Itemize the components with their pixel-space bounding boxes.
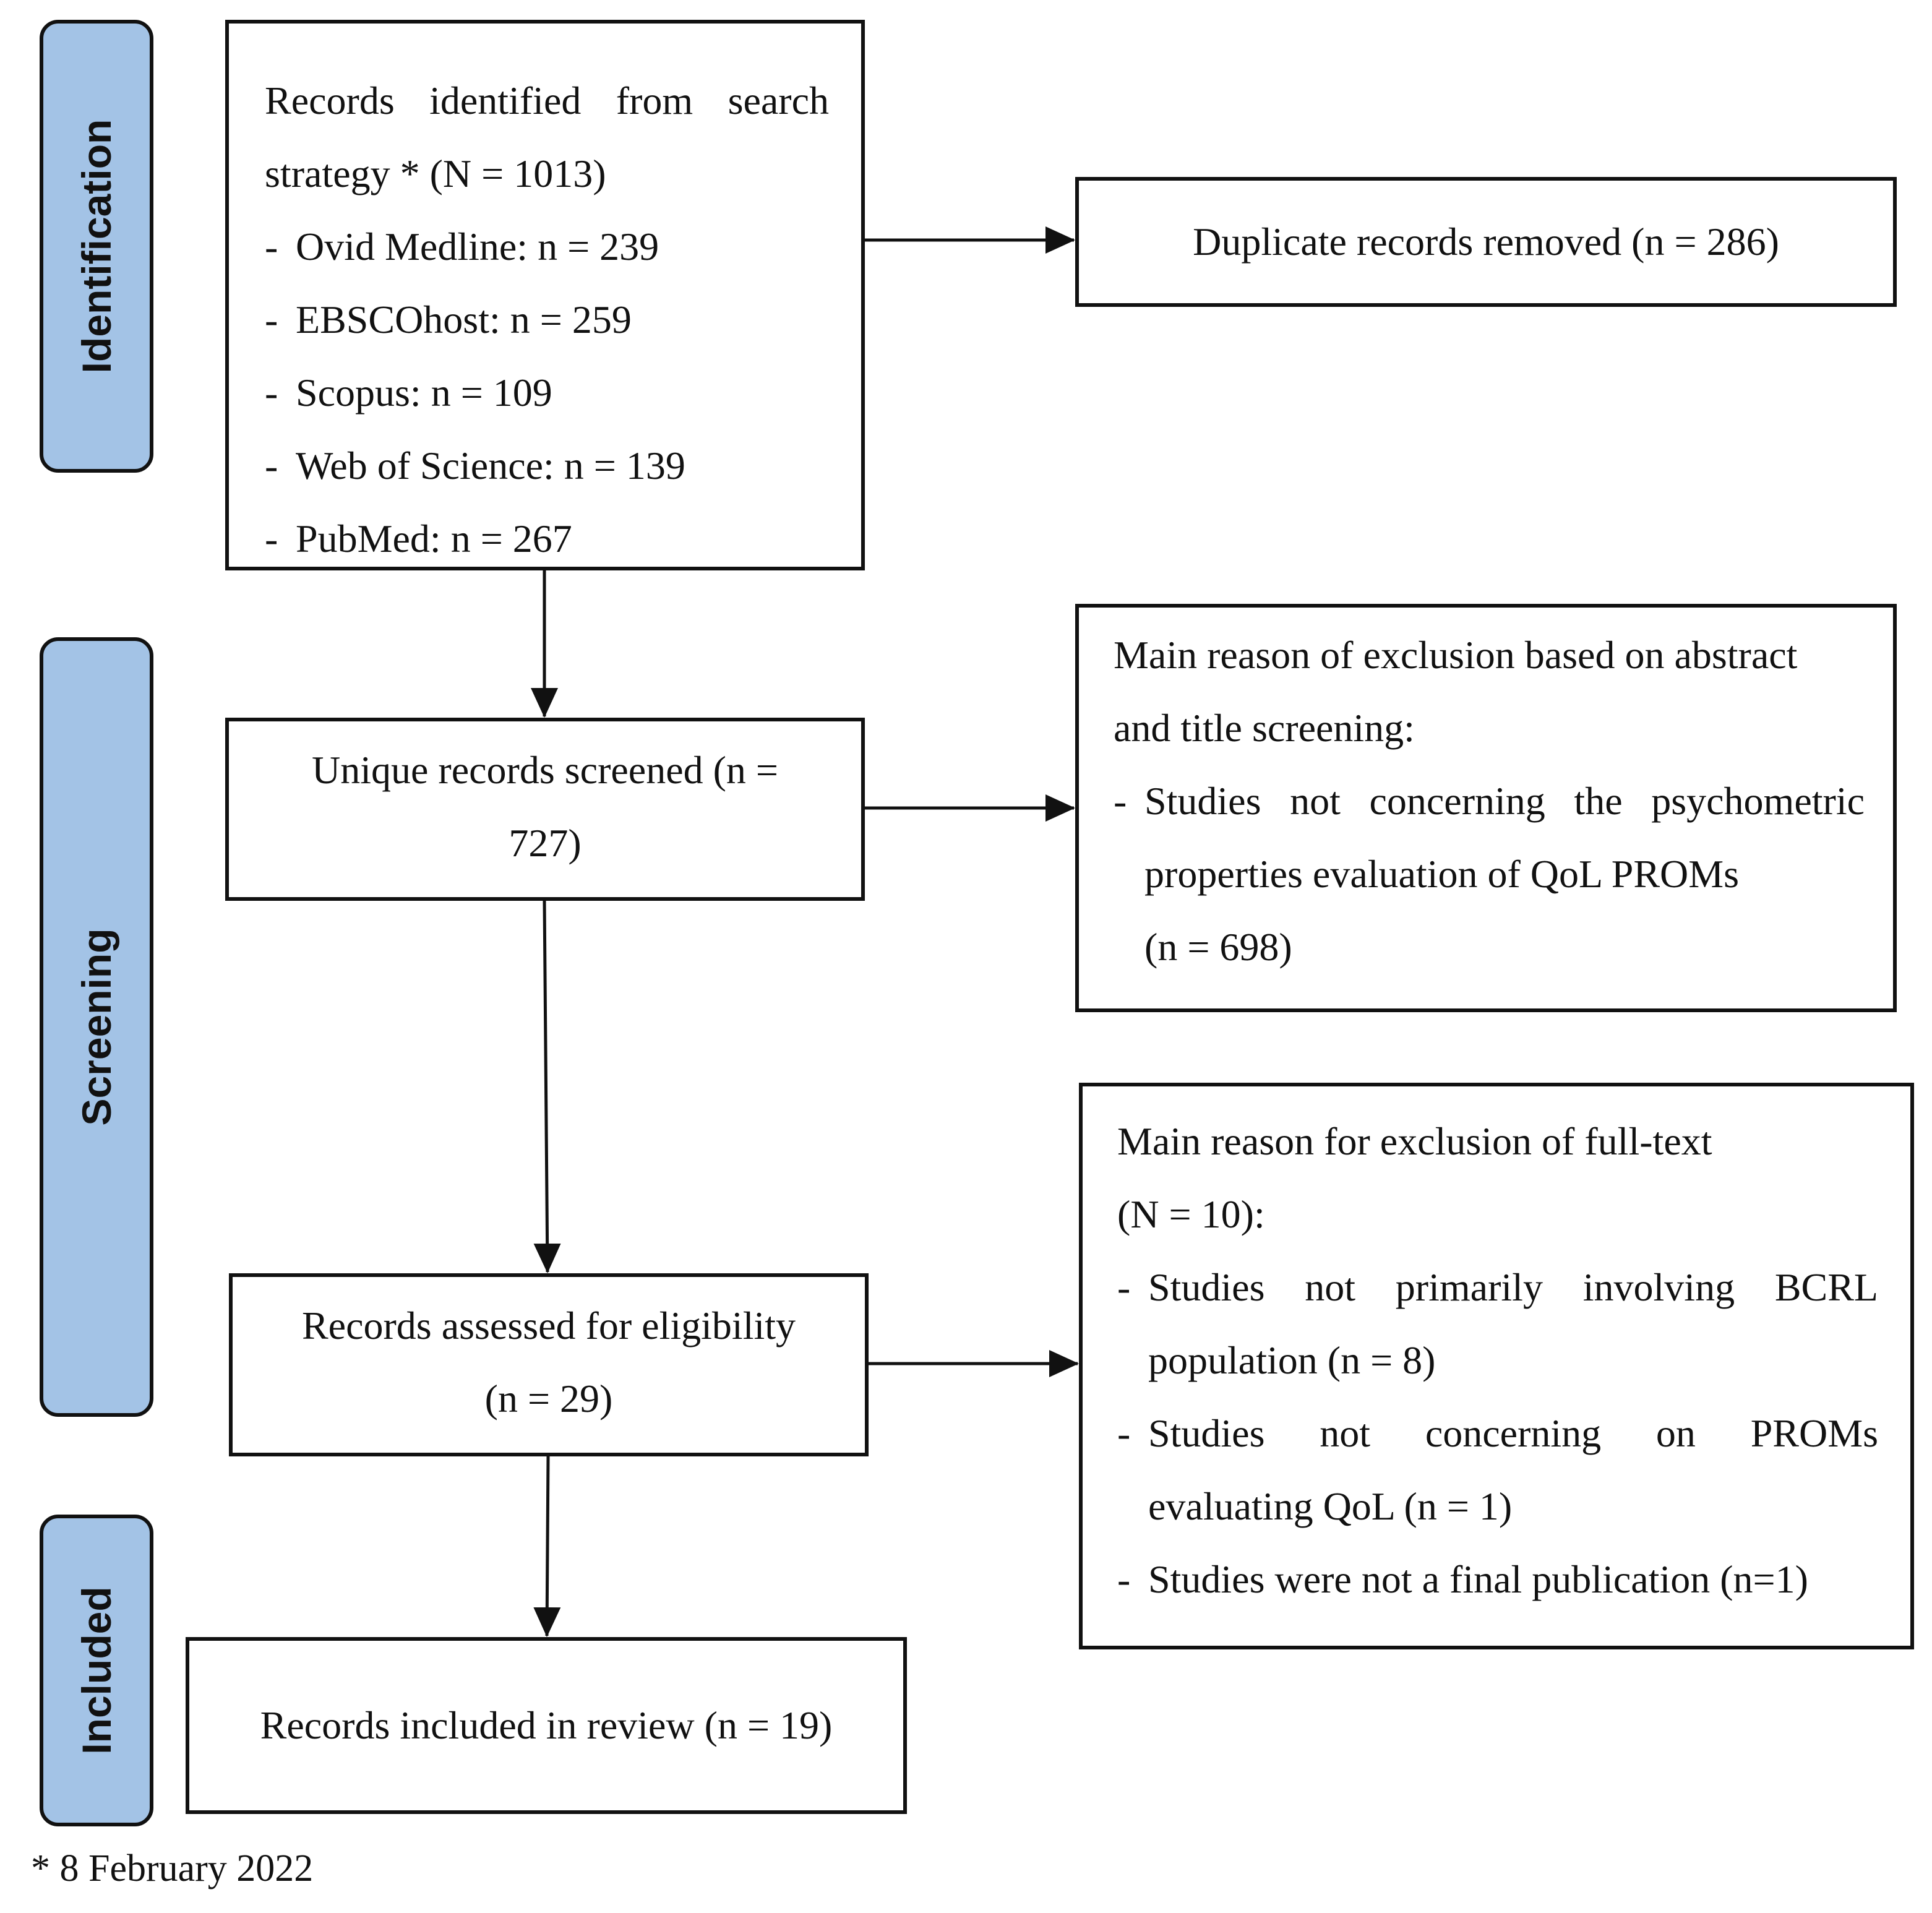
exclusion-fulltext-line2: (N = 10): bbox=[1117, 1192, 1265, 1236]
records-screened-box: Unique records screened (n = 727) bbox=[225, 718, 865, 901]
included-text: Records included in review (n = 19) bbox=[260, 1703, 833, 1747]
source-item: - Web of Science: n = 139 bbox=[265, 429, 829, 502]
footnote: * 8 February 2022 bbox=[31, 1847, 314, 1889]
exclusion-fulltext-item1-line2: population (n = 8) bbox=[1148, 1338, 1436, 1382]
exclusion-fulltext-item: - Studies not concerning on PROMs evalua… bbox=[1117, 1397, 1878, 1543]
arrow-eligibility-to-included bbox=[533, 1456, 561, 1637]
eligibility-box: Records assessed for eligibility (n = 29… bbox=[229, 1273, 869, 1456]
exclusion-fulltext-item: - Studies not primarily involving BCRL p… bbox=[1117, 1251, 1878, 1397]
phase-included: Included bbox=[40, 1515, 153, 1826]
records-identified-line2: strategy * (N = 1013) bbox=[265, 152, 606, 196]
exclusion-fulltext-item2-line2: evaluating QoL (n = 1) bbox=[1148, 1484, 1513, 1528]
eligibility-line1: Records assessed for eligibility bbox=[301, 1304, 796, 1348]
exclusion-fulltext-item2-line1: Studies not concerning on PROMs bbox=[1148, 1411, 1878, 1455]
source-scopus: Scopus: n = 109 bbox=[296, 371, 552, 415]
source-item: - PubMed: n = 267 bbox=[265, 502, 829, 575]
source-ebscohost: EBSCOhost: n = 259 bbox=[296, 298, 632, 342]
exclusion-abstract-box: Main reason of exclusion based on abstra… bbox=[1075, 604, 1897, 1012]
exclusion-fulltext-item1-line1: Studies not primarily involving BCRL bbox=[1148, 1265, 1878, 1309]
records-screened-line1: Unique records screened (n = bbox=[312, 748, 778, 792]
source-ovid-medline: Ovid Medline: n = 239 bbox=[296, 225, 659, 269]
source-pubmed: PubMed: n = 267 bbox=[296, 517, 572, 561]
exclusion-fulltext-box: Main reason for exclusion of full-text (… bbox=[1079, 1083, 1914, 1649]
source-item: - Ovid Medline: n = 239 bbox=[265, 210, 829, 283]
arrow-screened-to-eligibility bbox=[533, 900, 561, 1273]
eligibility-line2: (n = 29) bbox=[484, 1377, 613, 1421]
exclusion-abstract-item-line1: Studies not concerning the psychometric bbox=[1144, 779, 1865, 823]
source-item: - EBSCOhost: n = 259 bbox=[265, 283, 829, 356]
records-screened-line2: 727) bbox=[509, 821, 582, 865]
duplicates-removed-box: Duplicate records removed (n = 286) bbox=[1075, 177, 1897, 307]
phase-identification: Identification bbox=[40, 20, 153, 473]
duplicates-removed-text: Duplicate records removed (n = 286) bbox=[1193, 220, 1779, 264]
exclusion-fulltext-line1: Main reason for exclusion of full-text bbox=[1117, 1119, 1712, 1163]
records-identified-box: Records identified from search strategy … bbox=[225, 20, 865, 570]
exclusion-fulltext-item: - Studies were not a final publication (… bbox=[1117, 1543, 1878, 1616]
exclusion-abstract-line1: Main reason of exclusion based on abstra… bbox=[1114, 633, 1798, 677]
exclusion-abstract-item-line2: properties evaluation of QoL PROMs bbox=[1144, 852, 1740, 896]
exclusion-abstract-line2: and title screening: bbox=[1114, 706, 1415, 750]
exclusion-fulltext-item3: Studies were not a final publication (n=… bbox=[1148, 1557, 1808, 1601]
exclusion-abstract-item-line3: (n = 698) bbox=[1144, 925, 1292, 969]
records-identified-line1: Records identified from search bbox=[265, 79, 829, 123]
exclusion-abstract-item: - Studies not concerning the psychometri… bbox=[1114, 765, 1865, 984]
included-box: Records included in review (n = 19) bbox=[186, 1637, 907, 1814]
source-web-of-science: Web of Science: n = 139 bbox=[296, 444, 685, 488]
phase-screening: Screening bbox=[40, 637, 153, 1417]
source-item: - Scopus: n = 109 bbox=[265, 356, 829, 429]
